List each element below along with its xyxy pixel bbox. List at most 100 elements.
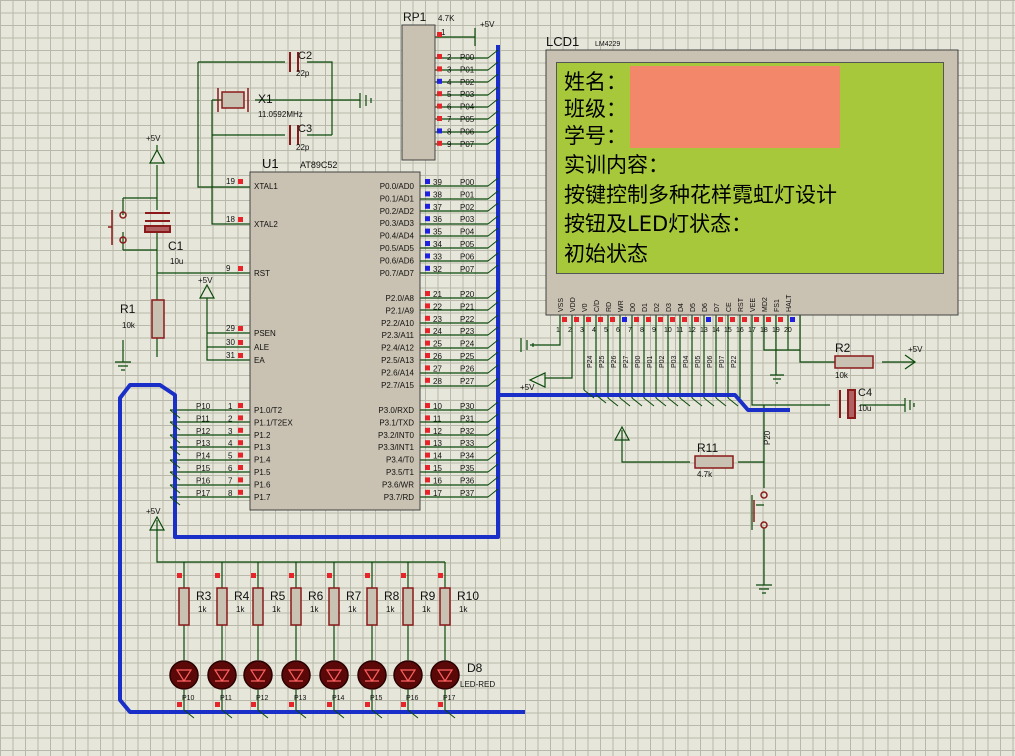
lcd-pin-number: 6 bbox=[616, 327, 620, 334]
lcd-line-status: 初始状态 bbox=[564, 242, 648, 266]
led-resistor-body bbox=[178, 587, 190, 626]
p0-net-label: P03 bbox=[460, 215, 475, 224]
rp1-pin-marker bbox=[437, 32, 442, 37]
p0-pin-number: 39 bbox=[433, 178, 442, 187]
mcu-pins: 19XTAL118XTAL29RST29PSEN30ALE31EAP0.0/AD… bbox=[196, 177, 475, 502]
led-resistor-body bbox=[328, 587, 340, 626]
p1-pin-marker bbox=[238, 415, 243, 421]
lcd-pin-marker bbox=[718, 317, 723, 322]
p2-net-label: P24 bbox=[460, 340, 475, 349]
p1-pin-name: P1.0/T2 bbox=[254, 406, 283, 415]
r2-body bbox=[834, 355, 874, 369]
lcd-pin-name: D1 bbox=[642, 303, 649, 312]
p3-pin-marker bbox=[425, 415, 430, 421]
p0-net-label: P06 bbox=[460, 252, 475, 261]
cap-c2-symbol bbox=[289, 52, 299, 72]
rp1-net-label: P03 bbox=[460, 90, 475, 99]
lcd-pin-number: 13 bbox=[700, 327, 708, 334]
c2-ref: C2 bbox=[298, 50, 312, 62]
p2-pin-name: P2.3/A11 bbox=[382, 331, 415, 340]
lcd-pin-name: CE bbox=[726, 302, 733, 312]
rp1-pin-number: 2 bbox=[447, 53, 452, 62]
lcd-bus-label: P01 bbox=[647, 355, 654, 368]
p2-pin-number: 23 bbox=[433, 315, 442, 324]
p2-pin-name: P2.0/A8 bbox=[386, 294, 415, 303]
led-net-label: P15 bbox=[370, 695, 383, 702]
led-diode-symbol bbox=[287, 669, 305, 683]
p2-pin-number: 27 bbox=[433, 364, 442, 373]
lcd-bus-label: P22 bbox=[731, 355, 738, 368]
p3-pin-number: 12 bbox=[433, 427, 442, 436]
rp1-pin-marker bbox=[437, 103, 442, 109]
led-resistor-body bbox=[439, 587, 451, 626]
p0-pin-number: 37 bbox=[433, 203, 442, 212]
lcd-pin-name: C/D bbox=[594, 300, 601, 312]
led-resistor-body bbox=[290, 587, 302, 626]
p3-pin-marker bbox=[425, 440, 430, 446]
led-resistor-value: 1k bbox=[310, 605, 319, 614]
mcu-pin-name: EA bbox=[254, 356, 265, 365]
led-resistor-ref: R10 bbox=[457, 589, 479, 603]
led-pin bbox=[327, 702, 332, 707]
p0-pin-number: 34 bbox=[433, 240, 442, 249]
p3-pin-marker bbox=[425, 489, 430, 495]
bus-lines bbox=[118, 45, 790, 714]
lcd-pin-number: 20 bbox=[784, 327, 792, 334]
mcu-pin-marker bbox=[238, 340, 243, 345]
led-diode-symbol bbox=[175, 669, 193, 683]
lcd-pin-number: 10 bbox=[664, 327, 672, 334]
p0-pin-marker bbox=[425, 179, 430, 184]
rp1-net-label: P06 bbox=[460, 127, 475, 136]
p0-pin-marker bbox=[425, 216, 430, 222]
r2-value: 10k bbox=[835, 371, 849, 380]
p0-pin-name: P0.6/AD6 bbox=[380, 256, 415, 265]
r11-value: 4.7k bbox=[697, 470, 713, 479]
lcd-pin-name: D7 bbox=[714, 303, 721, 312]
led-resistor-ref: R3 bbox=[196, 589, 212, 603]
lcd-pin-number: 2 bbox=[568, 327, 572, 334]
p0-net-label: P00 bbox=[460, 178, 475, 187]
p2-net-label: P25 bbox=[460, 352, 475, 361]
p1-pin-name: P1.5 bbox=[254, 468, 271, 477]
lcd-pin-marker bbox=[766, 317, 771, 322]
p1-pin-marker bbox=[238, 403, 243, 408]
p2-net-label: P26 bbox=[460, 364, 475, 373]
lcd-pin-name: D6 bbox=[702, 303, 709, 312]
mcu-chip-body bbox=[249, 171, 421, 511]
p1-net-label: P11 bbox=[196, 414, 210, 423]
led-resistor-pin bbox=[215, 573, 220, 578]
led-resistor-ref: R5 bbox=[270, 589, 286, 603]
supply-label-5: +5V bbox=[520, 383, 535, 392]
mcu-ref: U1 bbox=[262, 156, 279, 171]
r1-ref: R1 bbox=[120, 302, 136, 316]
p1-pin-marker bbox=[238, 440, 243, 446]
rp1-pin-marker bbox=[437, 128, 442, 134]
cap-c4-symbol bbox=[839, 389, 856, 419]
rp1-pin-marker bbox=[437, 54, 442, 59]
p2-net-label: P20 bbox=[460, 290, 475, 299]
led-diode bbox=[357, 660, 387, 690]
lcd-pin-marker bbox=[790, 317, 795, 322]
lcd-bus-label: P02 bbox=[659, 355, 666, 368]
led-resistor-value: 1k bbox=[198, 605, 207, 614]
p3-net-label: P33 bbox=[460, 439, 475, 448]
mcu-pin-number: 30 bbox=[226, 338, 235, 347]
lcd-pin-marker bbox=[670, 317, 675, 322]
p2-pin-name: P2.4/A12 bbox=[381, 344, 414, 353]
p1-pin-number: 5 bbox=[228, 452, 233, 461]
led-pin bbox=[289, 702, 294, 707]
key-button-symbol bbox=[753, 491, 768, 529]
lcd-pin-marker bbox=[574, 317, 579, 322]
p3-pin-marker bbox=[425, 452, 430, 458]
p1-net-label: P16 bbox=[196, 476, 211, 485]
p3-pin-marker bbox=[425, 477, 430, 483]
p1-pin-number: 4 bbox=[228, 439, 233, 448]
p1-pin-name: P1.6 bbox=[254, 480, 271, 489]
p1-net-label: P15 bbox=[196, 464, 211, 473]
p1-pin-name: P1.7 bbox=[254, 493, 271, 502]
lcd-pins: VSS1VDD2V03C/D4RD5WR6D07D18D29D310D411D5… bbox=[556, 294, 795, 368]
lcd-pin-name: VDD bbox=[570, 297, 577, 312]
led-net-label: P16 bbox=[406, 695, 419, 702]
lcd-highlight-box bbox=[630, 66, 840, 148]
p0-pin-marker bbox=[425, 203, 430, 209]
